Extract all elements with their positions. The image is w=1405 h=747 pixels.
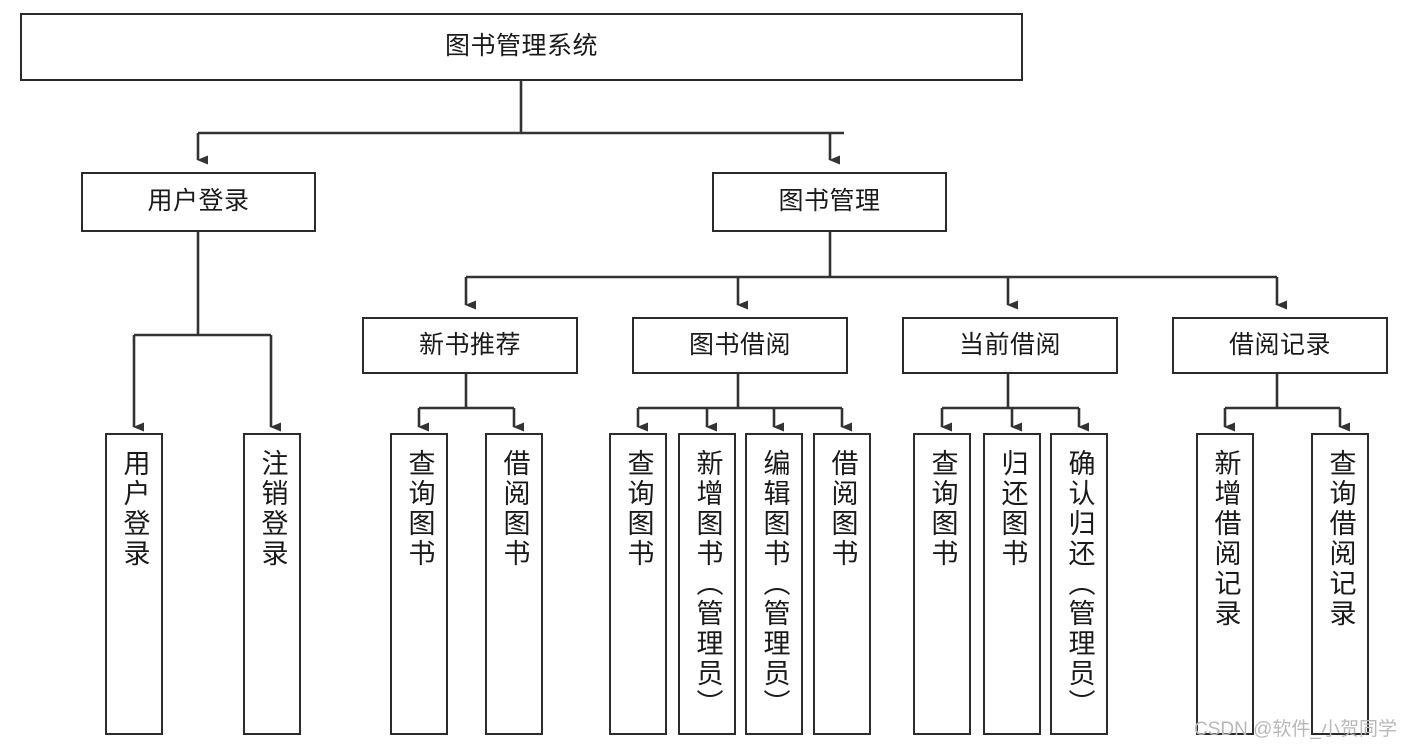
- node-leaf-query-record[interactable]: 查询借阅记录: [1311, 433, 1369, 735]
- node-borrow-record[interactable]: 借阅记录: [1172, 317, 1388, 374]
- node-leaf-query-book-1-label: 查询图书: [404, 449, 435, 569]
- node-leaf-query-book-3-label: 查询图书: [927, 449, 958, 569]
- node-user-login[interactable]: 用户登录: [81, 172, 316, 232]
- node-book-borrow-label: 图书借阅: [688, 330, 791, 359]
- node-leaf-user-login-label: 用户登录: [119, 449, 150, 569]
- node-leaf-return-book-label: 归还图书: [997, 449, 1028, 569]
- node-leaf-query-book-2-label: 查询图书: [623, 449, 654, 569]
- node-leaf-borrow-book-2[interactable]: 借阅图书: [813, 433, 871, 735]
- node-root-label: 图书管理系统: [444, 32, 598, 61]
- node-current-borrow-label: 当前借阅: [958, 330, 1061, 359]
- node-leaf-return-book[interactable]: 归还图书: [983, 433, 1041, 735]
- node-book-manage[interactable]: 图书管理: [712, 172, 947, 232]
- node-leaf-logout[interactable]: 注销登录: [243, 433, 301, 735]
- node-new-book-rec[interactable]: 新书推荐: [362, 317, 578, 374]
- node-leaf-add-book-label: 新增图书（管理员）: [692, 449, 723, 719]
- node-leaf-query-record-label: 查询借阅记录: [1325, 449, 1356, 629]
- node-leaf-logout-label: 注销登录: [257, 449, 288, 569]
- node-book-manage-label: 图书管理: [778, 187, 881, 216]
- node-leaf-confirm-return[interactable]: 确认归还（管理员）: [1050, 433, 1108, 735]
- node-leaf-query-book-2[interactable]: 查询图书: [609, 433, 667, 735]
- node-borrow-record-label: 借阅记录: [1228, 330, 1331, 359]
- node-leaf-query-book-1[interactable]: 查询图书: [390, 433, 448, 735]
- node-leaf-add-book[interactable]: 新增图书（管理员）: [678, 433, 736, 735]
- node-leaf-confirm-return-label: 确认归还（管理员）: [1064, 449, 1095, 719]
- node-leaf-borrow-book-1-label: 借阅图书: [499, 449, 530, 569]
- watermark-text: CSDN @软件_小贺同学: [1194, 719, 1397, 740]
- node-leaf-borrow-book-1[interactable]: 借阅图书: [485, 433, 543, 735]
- node-new-book-rec-label: 新书推荐: [418, 330, 521, 359]
- node-root[interactable]: 图书管理系统: [20, 13, 1023, 81]
- node-leaf-user-login[interactable]: 用户登录: [105, 433, 163, 735]
- node-leaf-borrow-book-2-label: 借阅图书: [827, 449, 858, 569]
- node-leaf-edit-book[interactable]: 编辑图书（管理员）: [745, 433, 803, 735]
- node-book-borrow[interactable]: 图书借阅: [632, 317, 848, 374]
- node-leaf-query-book-3[interactable]: 查询图书: [913, 433, 971, 735]
- node-leaf-add-record-label: 新增借阅记录: [1210, 449, 1241, 629]
- node-user-login-label: 用户登录: [147, 187, 250, 216]
- node-current-borrow[interactable]: 当前借阅: [902, 317, 1118, 374]
- node-leaf-edit-book-label: 编辑图书（管理员）: [759, 449, 790, 719]
- node-leaf-add-record[interactable]: 新增借阅记录: [1196, 433, 1254, 735]
